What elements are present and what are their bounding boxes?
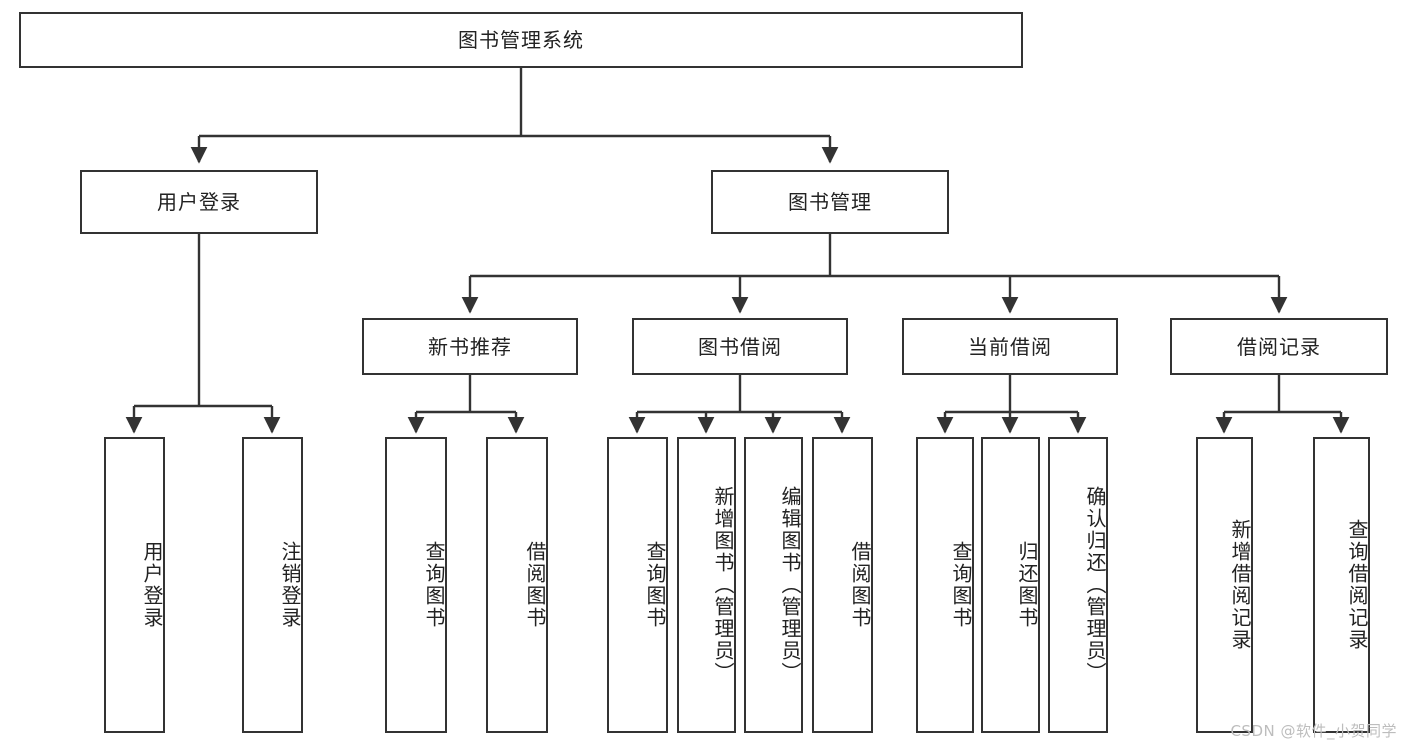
leaf-borrow-edit-book-admin[interactable]: 编辑图书（管理员） <box>744 437 803 733</box>
node-label: 新增图书（管理员） <box>711 486 735 684</box>
node-label: 用户登录 <box>157 190 241 214</box>
node-label: 查询图书 <box>643 541 667 629</box>
node-book-borrow[interactable]: 图书借阅 <box>632 318 848 375</box>
leaf-borrow-add-book-admin[interactable]: 新增图书（管理员） <box>677 437 736 733</box>
leaf-recommend-borrow-book[interactable]: 借阅图书 <box>486 437 548 733</box>
node-label: 查询图书 <box>949 541 973 629</box>
node-label: 查询借阅记录 <box>1345 519 1369 651</box>
node-label: 当前借阅 <box>968 334 1052 359</box>
node-label: 用户登录 <box>140 541 164 629</box>
node-book-management[interactable]: 图书管理 <box>711 170 949 234</box>
node-label: 借阅图书 <box>848 541 872 629</box>
leaf-user-login-login[interactable]: 用户登录 <box>104 437 165 733</box>
node-label: 编辑图书（管理员） <box>778 486 802 684</box>
node-label: 图书借阅 <box>698 334 782 359</box>
leaf-recommend-query-book[interactable]: 查询图书 <box>385 437 447 733</box>
node-new-book-recommend[interactable]: 新书推荐 <box>362 318 578 375</box>
node-borrow-record[interactable]: 借阅记录 <box>1170 318 1388 375</box>
node-label: 确认归还（管理员） <box>1083 486 1107 684</box>
leaf-borrow-query-book[interactable]: 查询图书 <box>607 437 668 733</box>
leaf-record-add-record[interactable]: 新增借阅记录 <box>1196 437 1253 733</box>
node-label: 图书管理系统 <box>458 28 584 52</box>
node-root-system[interactable]: 图书管理系统 <box>19 12 1023 68</box>
csdn-watermark: CSDN @软件_小贺同学 <box>1230 722 1397 740</box>
node-label: 归还图书 <box>1015 541 1039 629</box>
node-current-borrow[interactable]: 当前借阅 <box>902 318 1118 375</box>
node-user-login[interactable]: 用户登录 <box>80 170 318 234</box>
node-label: 查询图书 <box>422 541 446 629</box>
leaf-user-login-logout[interactable]: 注销登录 <box>242 437 303 733</box>
leaf-record-query-record[interactable]: 查询借阅记录 <box>1313 437 1370 733</box>
node-label: 新增借阅记录 <box>1228 519 1252 651</box>
node-label: 借阅图书 <box>523 541 547 629</box>
leaf-current-confirm-return-admin[interactable]: 确认归还（管理员） <box>1048 437 1108 733</box>
node-label: 图书管理 <box>788 190 872 214</box>
node-label: 注销登录 <box>278 541 302 629</box>
node-label: 新书推荐 <box>428 334 512 359</box>
leaf-borrow-borrow-book[interactable]: 借阅图书 <box>812 437 873 733</box>
leaf-current-query-book[interactable]: 查询图书 <box>916 437 974 733</box>
node-label: 借阅记录 <box>1237 334 1321 359</box>
leaf-current-return-book[interactable]: 归还图书 <box>981 437 1040 733</box>
